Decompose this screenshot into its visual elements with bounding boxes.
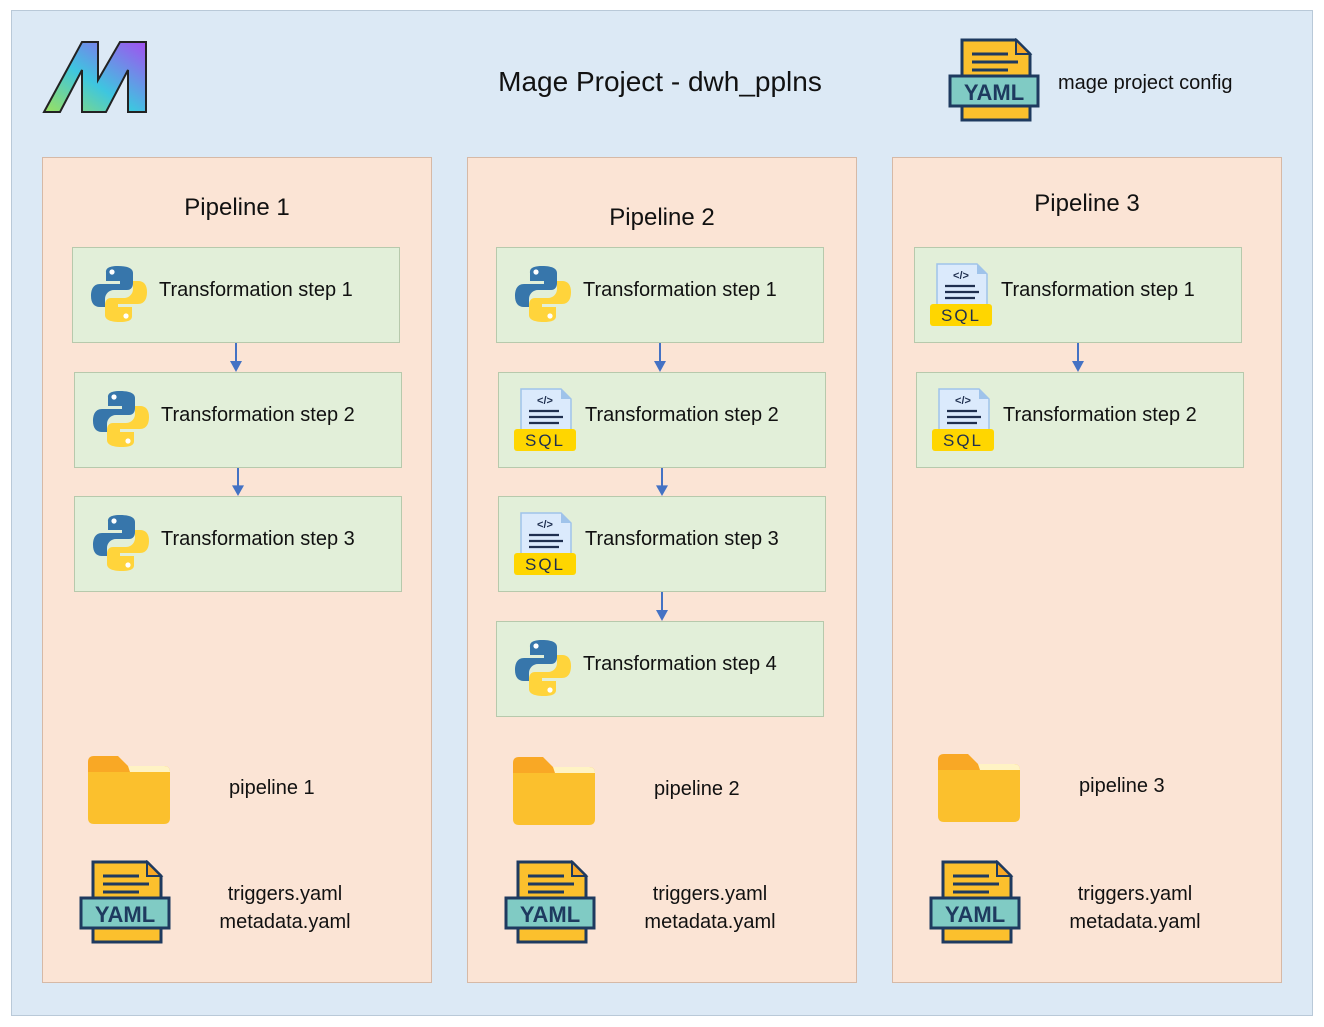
pipeline-folder-label: pipeline 3 — [1079, 775, 1165, 797]
python-icon — [515, 640, 571, 696]
step-label: Transformation step 1 — [583, 279, 777, 301]
transformation-step[interactable]: </> SQL Transformation step 3 — [498, 496, 826, 592]
sql-file-icon: </> SQL — [932, 388, 994, 451]
transformation-step[interactable]: Transformation step 4 — [496, 621, 824, 717]
pipeline-files-label: triggers.yaml metadata.yaml — [610, 880, 810, 936]
yaml-icon-text: YAML — [945, 902, 1005, 927]
mage-logo-icon — [42, 41, 147, 113]
folder-icon — [513, 757, 595, 825]
sql-file-icon: </> SQL — [514, 388, 576, 451]
metadata-file-label: metadata.yaml — [644, 911, 776, 933]
yaml-file-icon: YAML — [79, 860, 171, 944]
sql-icon-text: SQL — [525, 555, 565, 574]
yaml-file-icon: YAML — [504, 860, 596, 944]
python-icon — [91, 266, 147, 322]
step-label: Transformation step 2 — [161, 404, 355, 426]
python-icon — [93, 515, 149, 571]
transformation-step[interactable]: </> SQL Transformation step 1 — [914, 247, 1242, 343]
code-glyph: </> — [953, 270, 969, 282]
pipeline-files-label: triggers.yaml metadata.yaml — [185, 880, 385, 936]
step-label: Transformation step 2 — [1003, 404, 1197, 426]
flow-arrow-icon — [230, 343, 242, 372]
python-icon — [93, 391, 149, 447]
triggers-file-label: triggers.yaml — [227, 883, 343, 905]
pipeline-files-label: triggers.yaml metadata.yaml — [1035, 880, 1235, 936]
yaml-file-icon: YAML — [948, 38, 1040, 122]
metadata-file-label: metadata.yaml — [1069, 911, 1201, 933]
metadata-file-label: metadata.yaml — [219, 911, 351, 933]
yaml-icon-text: YAML — [520, 902, 580, 927]
pipeline-title: Pipeline 3 — [1034, 190, 1140, 217]
sql-icon-text: SQL — [943, 431, 983, 450]
yaml-file-icon: YAML — [929, 860, 1021, 944]
flow-arrow-icon — [656, 592, 668, 621]
project-title: Mage Project - dwh_pplns — [498, 66, 822, 97]
sql-file-icon: </> SQL — [514, 512, 576, 575]
sql-file-icon: </> SQL — [930, 263, 992, 326]
yaml-icon-text: YAML — [964, 80, 1024, 105]
transformation-step[interactable]: </> SQL Transformation step 2 — [498, 372, 826, 468]
transformation-step[interactable]: Transformation step 3 — [74, 496, 402, 592]
sql-icon-text: SQL — [941, 306, 981, 325]
code-glyph: </> — [537, 395, 553, 407]
flow-arrow-icon — [656, 468, 668, 496]
transformation-step[interactable]: Transformation step 2 — [74, 372, 402, 468]
flow-arrow-icon — [654, 343, 666, 372]
pipeline-folder-label: pipeline 1 — [229, 777, 315, 799]
sql-icon-text: SQL — [525, 431, 565, 450]
pipeline-folder-label: pipeline 2 — [654, 778, 740, 800]
triggers-file-label: triggers.yaml — [1077, 883, 1193, 905]
yaml-icon-text: YAML — [95, 902, 155, 927]
step-label: Transformation step 3 — [585, 528, 779, 550]
transformation-step[interactable]: Transformation step 1 — [496, 247, 824, 343]
flow-arrow-icon — [1072, 343, 1084, 372]
code-glyph: </> — [955, 395, 971, 407]
python-icon — [515, 266, 571, 322]
transformation-step[interactable]: </> SQL Transformation step 2 — [916, 372, 1244, 468]
pipeline-title: Pipeline 2 — [609, 204, 715, 231]
step-label: Transformation step 3 — [161, 528, 355, 550]
folder-icon — [938, 754, 1020, 822]
triggers-file-label: triggers.yaml — [652, 883, 768, 905]
step-label: Transformation step 4 — [583, 653, 777, 675]
step-label: Transformation step 1 — [159, 279, 353, 301]
step-label: Transformation step 2 — [585, 404, 779, 426]
folder-icon — [88, 756, 170, 824]
flow-arrow-icon — [232, 468, 244, 496]
project-config-label: mage project config — [1058, 72, 1233, 94]
transformation-step[interactable]: Transformation step 1 — [72, 247, 400, 343]
code-glyph: </> — [537, 519, 553, 531]
step-label: Transformation step 1 — [1001, 279, 1195, 301]
pipeline-title: Pipeline 1 — [184, 194, 290, 221]
